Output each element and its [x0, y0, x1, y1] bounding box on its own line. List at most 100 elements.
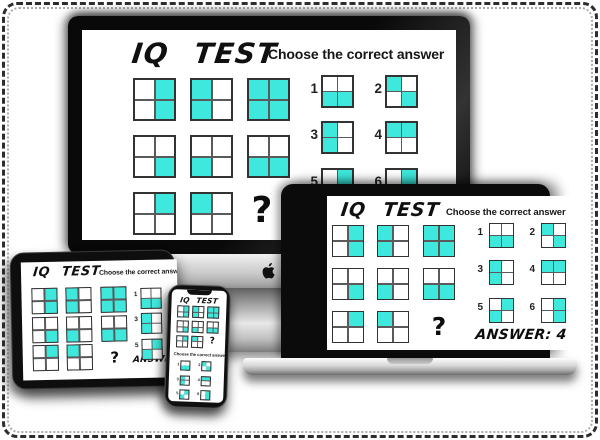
grid-cell-filled — [378, 284, 393, 299]
grid-cell-filled — [387, 77, 401, 91]
puzzle-square — [247, 78, 290, 121]
grid-cell-filled — [192, 157, 211, 176]
grid-cell-filled — [142, 349, 152, 359]
answer-option-number: 5 — [134, 342, 139, 350]
grid-cell-empty — [155, 137, 174, 156]
answer-option-square[interactable] — [385, 121, 418, 154]
grid-cell-empty — [502, 273, 513, 284]
puzzle-square — [247, 135, 290, 178]
grid-cell-filled — [66, 288, 78, 300]
grid-cell-filled — [208, 312, 213, 318]
answer-option-square[interactable] — [140, 287, 162, 310]
answer-option-square[interactable] — [180, 360, 191, 371]
grid-cell-filled — [155, 80, 174, 99]
grid-cell-empty — [249, 137, 268, 156]
grid-cell-empty — [554, 224, 565, 235]
grid-cell-filled — [45, 301, 57, 314]
grid-cell-empty — [338, 123, 352, 137]
grid-cell-empty — [182, 341, 188, 347]
answer-option-square[interactable] — [179, 374, 190, 386]
grid-cell-empty — [424, 269, 439, 284]
answer-option-square[interactable] — [179, 389, 190, 400]
grid-cell-filled — [101, 300, 114, 312]
grid-cell-empty — [177, 326, 183, 332]
puzzle-square — [133, 135, 176, 178]
grid-cell-filled — [205, 395, 210, 400]
answer-option-square[interactable] — [200, 390, 211, 401]
grid-cell-filled — [439, 284, 454, 299]
answer-option-square[interactable] — [489, 223, 514, 248]
grid-cell-filled — [323, 123, 337, 137]
grid-cell-filled — [185, 365, 190, 370]
answer-option-square[interactable] — [385, 75, 418, 108]
puzzle-square — [66, 344, 94, 371]
answer-option-square[interactable] — [141, 338, 163, 360]
grid-cell-empty — [554, 273, 565, 284]
grid-cell-empty — [151, 288, 161, 298]
answer-option-number: 4 — [529, 264, 535, 275]
grid-cell-empty — [393, 312, 408, 327]
answer-option-number: 4 — [374, 127, 382, 142]
answer-option-square[interactable] — [541, 298, 566, 323]
answer-option-number: 5 — [310, 174, 318, 189]
grid-cell-filled — [502, 299, 513, 310]
answer-option-number: 6 — [197, 392, 200, 397]
grid-cell-empty — [212, 214, 231, 233]
grid-cell-filled — [249, 157, 268, 176]
grid-cell-empty — [269, 137, 288, 156]
grid-cell-empty — [67, 357, 80, 370]
grid-cell-filled — [181, 365, 185, 370]
grid-cell-empty — [181, 361, 186, 366]
grid-cell-empty — [192, 341, 197, 347]
puzzle-square — [190, 135, 233, 178]
puzzle-square — [175, 334, 189, 348]
grid-cell-empty — [192, 137, 211, 156]
grid-cell-empty — [198, 322, 203, 327]
grid-cell-filled — [46, 345, 58, 358]
grid-cell-filled — [213, 307, 219, 313]
puzzle-square — [191, 305, 205, 319]
grid-cell-empty — [178, 306, 183, 311]
answer-option-square[interactable] — [200, 375, 211, 386]
grid-cell-filled — [102, 329, 114, 341]
puzzle-square — [423, 268, 455, 300]
puzzle-square — [190, 78, 233, 121]
answer-option-square[interactable] — [489, 260, 514, 285]
answer-option-number: 2 — [374, 81, 382, 96]
puzzle-square — [206, 306, 220, 319]
puzzle-square — [423, 225, 455, 257]
grid-cell-filled — [348, 226, 363, 241]
grid-cell-empty — [502, 261, 513, 272]
grid-cell-filled — [490, 261, 501, 272]
grid-cell-filled — [201, 376, 206, 381]
answer-option-square[interactable] — [321, 75, 354, 108]
grid-cell-empty — [402, 77, 416, 91]
grid-cell-empty — [135, 100, 154, 119]
answer-option-square[interactable] — [321, 121, 354, 154]
grid-cell-empty — [387, 138, 401, 152]
grid-cell-filled — [207, 327, 213, 333]
answer-option-square[interactable] — [489, 298, 514, 323]
grid-cell-empty — [33, 358, 46, 371]
grid-cell-empty — [206, 381, 210, 385]
grid-cell-filled — [202, 362, 207, 366]
answer-option-square[interactable] — [541, 260, 566, 285]
grid-cell-filled — [183, 326, 188, 332]
grid-cell-filled — [490, 311, 501, 322]
grid-cell-empty — [387, 170, 401, 184]
answer-option-square[interactable] — [140, 312, 163, 335]
grid-cell-empty — [192, 321, 198, 327]
grid-cell-filled — [490, 273, 501, 284]
question-mark: ? — [431, 312, 447, 341]
grid-cell-empty — [393, 226, 408, 241]
grid-cell-empty — [338, 77, 352, 91]
grid-cell-filled — [184, 390, 189, 395]
grid-cell-empty — [323, 77, 337, 91]
answer-option-square[interactable] — [541, 223, 566, 248]
grid-cell-filled — [378, 226, 393, 241]
grid-cell-filled — [502, 236, 513, 247]
page-title: IQ TEST — [129, 37, 280, 70]
grid-cell-empty — [80, 357, 93, 370]
answer-option-square[interactable] — [201, 361, 212, 372]
